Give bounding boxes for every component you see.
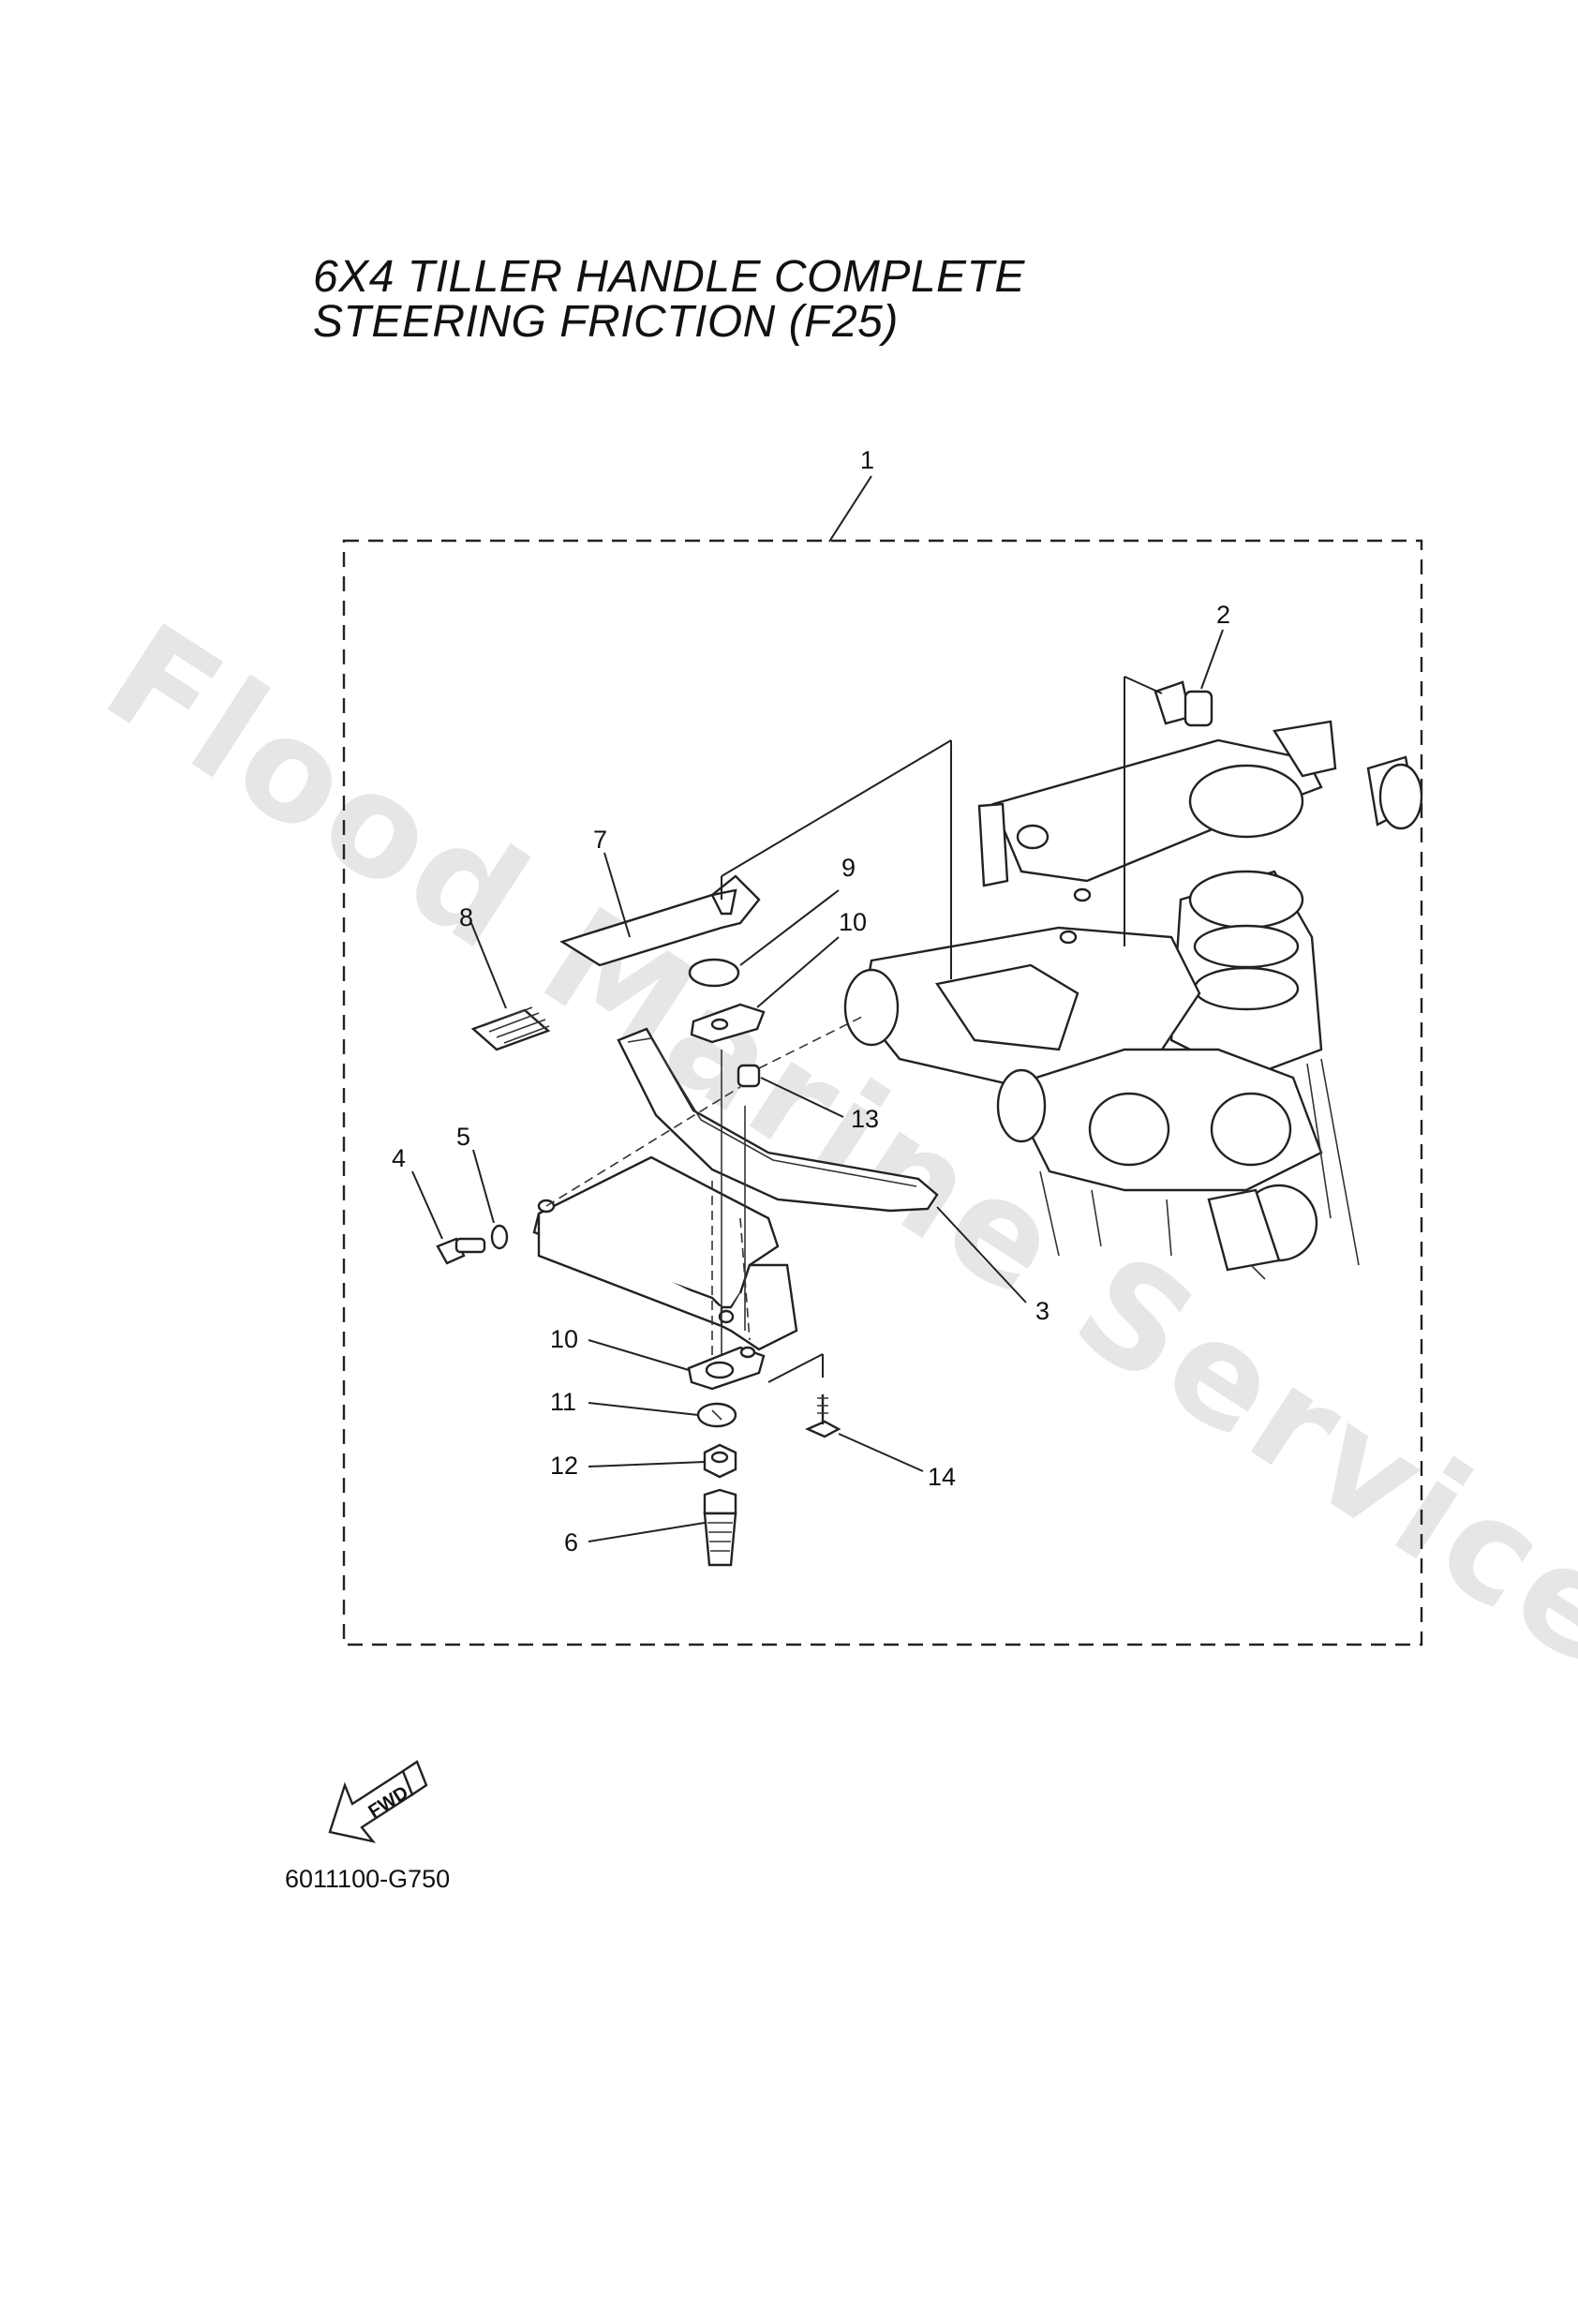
part-2-grease-fitting bbox=[1124, 629, 1224, 946]
part-14-screw bbox=[767, 1353, 924, 1472]
part-10-plate-lower bbox=[588, 1339, 766, 1391]
callout-8: 8 bbox=[459, 903, 473, 931]
diagram-title-line1: 6X4 TILLER HANDLE COMPLETE bbox=[313, 252, 1025, 302]
callout-2: 2 bbox=[1216, 601, 1230, 629]
callout-6: 6 bbox=[564, 1528, 578, 1557]
callout-10-lower: 10 bbox=[550, 1325, 578, 1353]
callout-9: 9 bbox=[841, 854, 856, 882]
part-11-washer bbox=[588, 1402, 737, 1428]
callout-12: 12 bbox=[550, 1452, 578, 1480]
callout-11: 11 bbox=[550, 1388, 576, 1416]
part-12-nut bbox=[588, 1443, 737, 1479]
tiller-bracket-housing bbox=[843, 720, 1423, 1280]
part-6-stud bbox=[588, 1488, 737, 1567]
callout-10-upper: 10 bbox=[839, 908, 867, 936]
callout-7: 7 bbox=[593, 826, 607, 854]
part-8-grip-pad bbox=[470, 922, 551, 1051]
part-3-friction-arm bbox=[617, 1027, 1027, 1304]
friction-bracket bbox=[532, 1050, 798, 1359]
part-5-washer bbox=[472, 1149, 509, 1250]
callout-3: 3 bbox=[1035, 1297, 1050, 1325]
assembly-boundary bbox=[342, 539, 1423, 1646]
part-7-plate bbox=[559, 739, 952, 979]
diagram-code: 6011100-G750 bbox=[285, 1865, 451, 1893]
fwd-arrow-icon: FWD bbox=[328, 1760, 428, 1843]
leader-1 bbox=[828, 475, 872, 543]
callout-1: 1 bbox=[860, 446, 874, 474]
callout-13: 13 bbox=[851, 1105, 879, 1133]
callout-5: 5 bbox=[456, 1123, 470, 1151]
callout-14: 14 bbox=[928, 1463, 956, 1491]
part-4-bolt bbox=[411, 1170, 486, 1265]
part-13-collar bbox=[737, 1016, 863, 1118]
callout-4: 4 bbox=[392, 1144, 406, 1172]
part-9-washer bbox=[688, 889, 840, 988]
diagram-title-line2: STEERING FRICTION (F25) bbox=[313, 297, 899, 347]
part-10-plate-upper bbox=[690, 936, 840, 1044]
